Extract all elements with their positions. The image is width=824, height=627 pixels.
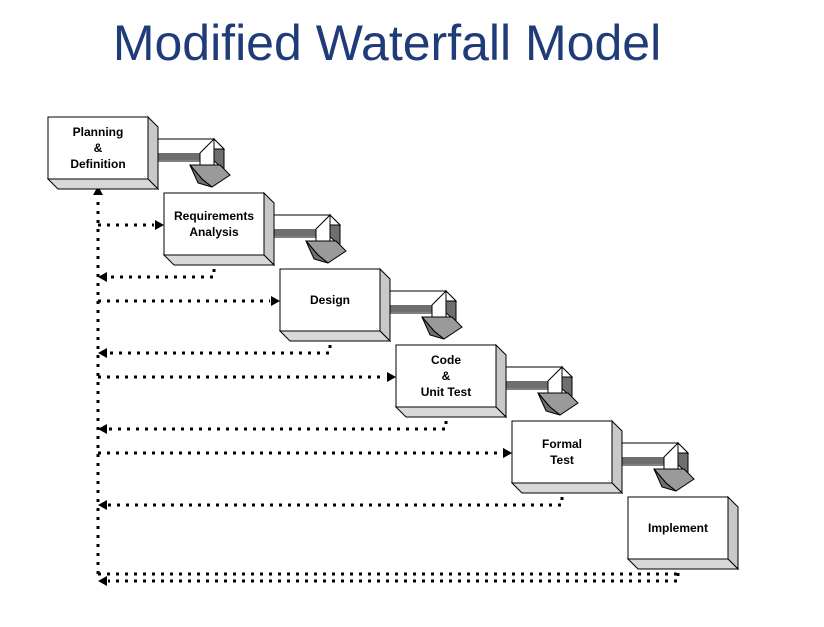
stage-arrows — [146, 137, 695, 492]
stage-arrow — [494, 365, 579, 416]
stage-box: Implement — [626, 495, 740, 571]
stage-box: Code & Unit Test — [394, 343, 508, 419]
stage-label: Planning — [73, 125, 124, 139]
feedback-arrowhead — [98, 500, 107, 510]
feedback-connectors — [93, 186, 680, 586]
stage-label: Requirements — [174, 209, 254, 223]
stage-label: Test — [550, 453, 574, 467]
feedback-arrowhead — [155, 220, 164, 230]
feedback-arrowhead — [93, 186, 103, 195]
stage-label: & — [94, 141, 103, 155]
feedback-return-line — [108, 345, 332, 355]
stage-box: Planning & Definition — [46, 115, 160, 191]
stage-label: Implement — [648, 521, 708, 535]
feedback-arrowhead — [98, 424, 107, 434]
page-title: Modified Waterfall Model — [112, 15, 662, 71]
stage-label: & — [442, 369, 451, 383]
stage-arrow — [378, 289, 463, 340]
feedback-arrowhead — [387, 372, 396, 382]
feedback-arrowhead — [98, 272, 107, 282]
stage-label: Code — [431, 353, 461, 367]
feedback-arrowhead — [98, 576, 107, 586]
stage-arrow — [146, 137, 231, 188]
feedback-arrowhead — [503, 448, 512, 458]
feedback-arrowhead — [271, 296, 280, 306]
feedback-return-line — [108, 421, 448, 431]
feedback-return-line — [108, 497, 564, 507]
stage-box: Design — [278, 267, 392, 343]
feedback-return-line — [108, 269, 216, 279]
stage-label: Analysis — [189, 225, 239, 239]
stage-arrow — [262, 213, 347, 264]
stage-label: Formal — [542, 437, 582, 451]
stage-label: Unit Test — [421, 385, 471, 399]
stage-boxes: Planning & DefinitionRequirementsAnalysisD… — [46, 115, 740, 571]
stage-arrow — [610, 441, 695, 492]
stage-label: Definition — [70, 157, 125, 171]
feedback-arrowhead — [98, 348, 107, 358]
feedback-return-line — [108, 573, 680, 583]
stage-label: Design — [310, 293, 350, 307]
